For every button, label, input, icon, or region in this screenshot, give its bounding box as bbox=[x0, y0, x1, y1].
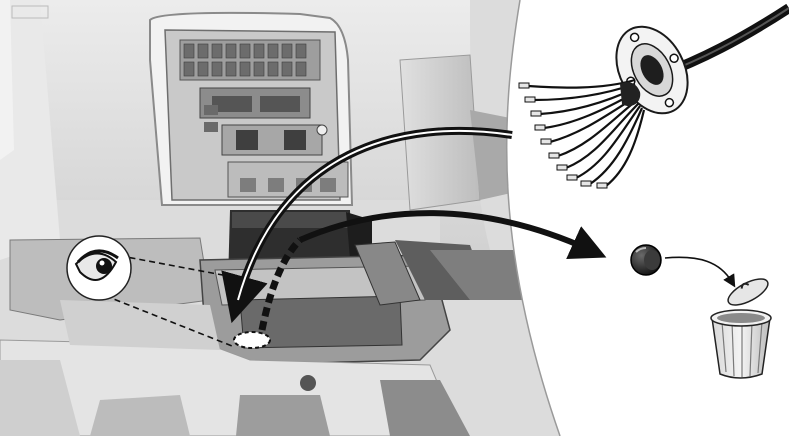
wire-terminals bbox=[518, 82, 608, 189]
eye-icon bbox=[74, 249, 119, 281]
discard-arrow bbox=[664, 256, 736, 288]
trash-bin-icon bbox=[710, 278, 772, 379]
routing-arrows bbox=[221, 126, 736, 331]
cable-harness-with-grommet-icon bbox=[518, 3, 789, 189]
plug-removal-arrow bbox=[298, 210, 607, 259]
fuse-box-recess bbox=[149, 11, 354, 206]
scene-border bbox=[506, 0, 561, 436]
inspection-callout bbox=[66, 235, 233, 347]
rubber-grommet-plug-icon bbox=[630, 244, 662, 276]
grommet-opening-marker bbox=[233, 331, 271, 349]
corner-marker bbox=[11, 5, 49, 19]
cable-path-dashed bbox=[258, 237, 303, 331]
